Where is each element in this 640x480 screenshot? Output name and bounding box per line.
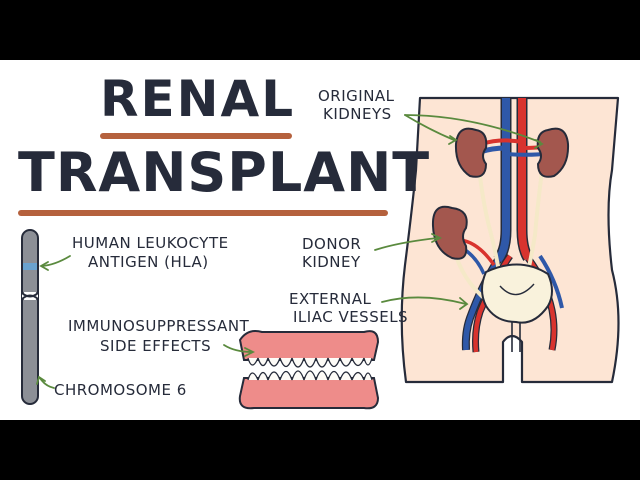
original-kidneys-illustration [454, 127, 570, 178]
label-donor-kidney-line2: KIDNEY [302, 253, 361, 271]
arrow-hla [41, 255, 71, 267]
label-original-kidneys-line1: ORIGINAL [318, 87, 395, 105]
arrow-head-donor [431, 233, 443, 243]
arrow-head-left [448, 135, 458, 145]
bladder-illustration [481, 263, 553, 352]
title-line-1: RENAL [100, 70, 296, 128]
label-external-iliac-line2: ILIAC VESSELS [293, 308, 409, 326]
arrow-original-right [404, 114, 541, 143]
arrow-original-left [404, 114, 455, 141]
arrow-iliac [381, 296, 467, 305]
title-underline-2 [18, 210, 388, 216]
label-chromosome-6: CHROMOSOME 6 [54, 381, 187, 399]
label-hla-line2: ANTIGEN (HLA) [88, 253, 209, 271]
title-line-2: TRANSPLANT [18, 141, 431, 204]
pointer-arrows [36, 114, 544, 389]
diagram-canvas: RENAL TRANSPLANT ORIGINAL KIDNEYS DONOR … [0, 60, 640, 420]
arrow-donor [374, 237, 439, 251]
arrow-head-chromosome [36, 375, 46, 385]
label-donor-kidney-line1: DONOR [302, 235, 362, 253]
arrow-head-teeth [244, 347, 256, 357]
arrow-teeth [223, 344, 253, 353]
illustration-layer [21, 96, 620, 410]
chromosome-illustration [21, 229, 39, 405]
donor-kidney-illustration [431, 205, 468, 260]
label-original-kidneys-line2: KIDNEYS [323, 105, 392, 123]
label-hla-line1: HUMAN LEUKOCYTE [72, 234, 229, 252]
arrow-head-iliac [459, 297, 469, 310]
label-immunosuppressant-line1: IMMUNOSUPPRESSANT [68, 317, 250, 335]
arrow-head-right [534, 139, 544, 149]
title-underline-1 [100, 133, 292, 139]
label-immunosuppressant-line2: SIDE EFFECTS [100, 337, 212, 355]
teeth-illustration [238, 330, 380, 410]
arrow-head-hla [39, 261, 49, 271]
label-external-iliac-line1: EXTERNAL [289, 290, 372, 308]
hla-band [23, 263, 37, 270]
